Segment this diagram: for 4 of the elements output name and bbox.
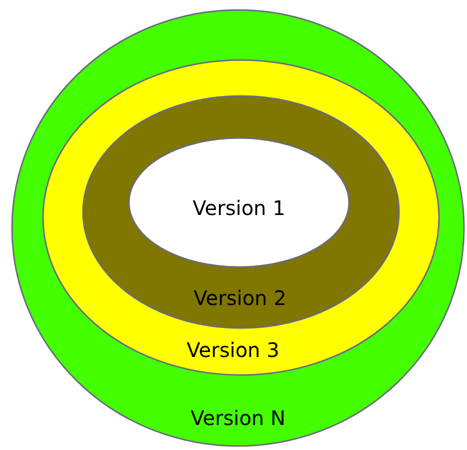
version-label: Version 3 (186, 339, 280, 361)
version-label: Version N (190, 407, 286, 429)
version-label: Version 2 (194, 287, 286, 309)
version-label: Version 1 (192, 197, 286, 219)
